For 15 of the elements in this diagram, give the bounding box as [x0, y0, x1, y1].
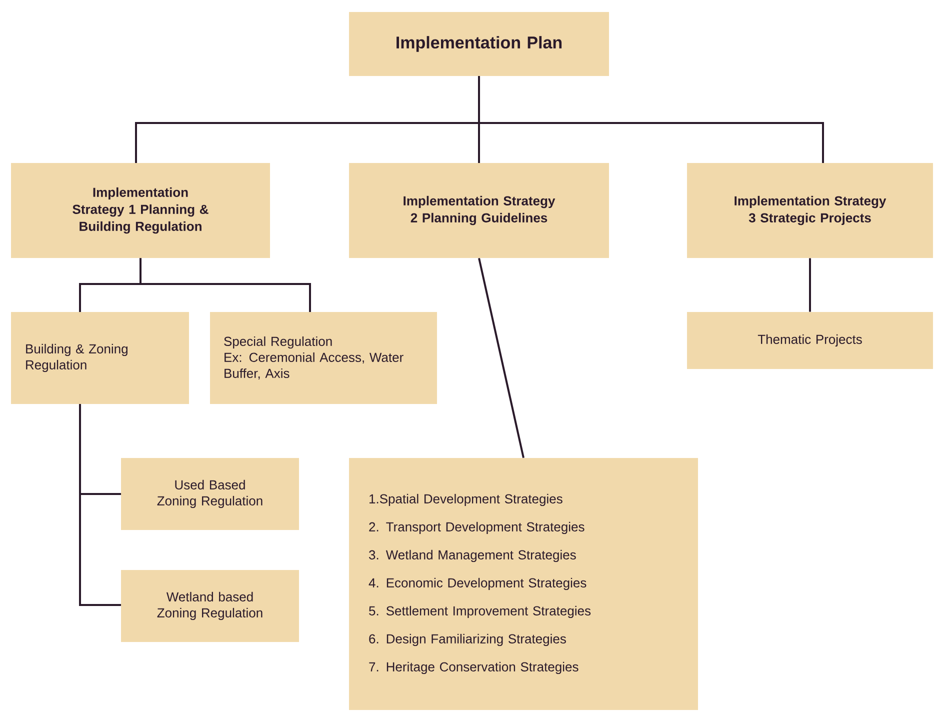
strategy-box: Implementation Strategy 1 Planning & Building Regulation	[11, 162, 270, 258]
item-box: Used Based Zoning Regulation	[121, 458, 299, 530]
item-box: 1.Spatial Development Strategies 2. Transport Development Strategies 3. Wetland Management Strategies 4. Economic Development Strategies 5. Settlement Improvement Strategies 6. Design Familiarizing Strategies 7. Heritage Conservation Strategies	[349, 458, 698, 710]
item-box: Wetland based Zoning Regulation	[121, 570, 299, 642]
item-box: Building & Zoning Regulation	[11, 312, 189, 404]
strategy-box: Implementation Strategy 3 Strategic Projects	[687, 162, 933, 258]
connector-line	[478, 76, 824, 163]
connector-line	[478, 258, 524, 458]
connector-line	[140, 258, 311, 312]
item-box: Thematic Projects	[687, 312, 933, 369]
connector-line	[79, 404, 121, 606]
item-box: Special Regulation Ex: Ceremonial Access, Water Buffer, Axis	[210, 312, 437, 404]
strategy-box: Implementation Strategy 2 Planning Guidelines	[349, 162, 609, 258]
title-box: Implementation Plan	[349, 12, 609, 76]
connector-line	[809, 258, 811, 312]
